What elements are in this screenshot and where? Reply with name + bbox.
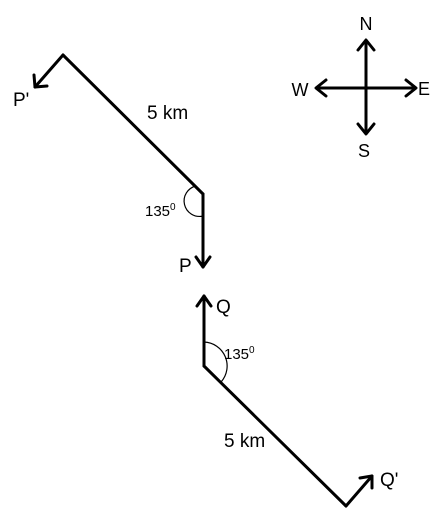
compass: N S E W xyxy=(292,14,431,161)
lower-q-arrowhead xyxy=(195,294,213,308)
upper-angle-degree: 0 xyxy=(170,202,176,213)
compass-north-label: N xyxy=(360,14,373,34)
point-p-label: P xyxy=(179,256,192,277)
compass-east-label: E xyxy=(418,79,430,99)
lower-angle-value: 135 xyxy=(224,346,249,363)
lower-path: 5 km 1350 Q Q' xyxy=(195,294,398,508)
compass-south-arrowhead xyxy=(356,122,376,136)
point-p-prime-label: P' xyxy=(13,90,29,111)
point-q-label: Q xyxy=(216,297,231,318)
compass-west-label: W xyxy=(292,80,309,100)
lower-distance-label: 5 km xyxy=(224,431,265,452)
lower-angle-degree: 0 xyxy=(249,345,255,356)
compass-north-arrowhead xyxy=(356,38,376,52)
lower-5km-segment xyxy=(202,364,348,508)
upper-5km-segment xyxy=(61,53,205,196)
compass-west-arrowhead xyxy=(314,78,328,98)
point-q-prime-label: Q' xyxy=(380,470,398,491)
upper-distance-label: 5 km xyxy=(147,103,188,124)
upper-angle-value: 135 xyxy=(145,203,170,220)
lower-angle-arc xyxy=(203,341,228,383)
upper-path: 5 km 1350 P P' xyxy=(13,53,212,277)
lower-q-prime-segment xyxy=(344,474,374,508)
lower-angle-label: 1350 xyxy=(224,345,255,363)
upper-p-arrowhead xyxy=(194,255,212,269)
compass-south-label: S xyxy=(358,141,370,161)
lower-q-prime-arrowhead xyxy=(358,474,374,490)
upper-p-prime-segment xyxy=(33,53,65,89)
upper-angle-label: 1350 xyxy=(145,202,176,220)
upper-p-prime-arrowhead xyxy=(32,73,49,89)
compass-east-arrowhead xyxy=(404,78,418,98)
upper-angle-arc xyxy=(183,185,204,217)
